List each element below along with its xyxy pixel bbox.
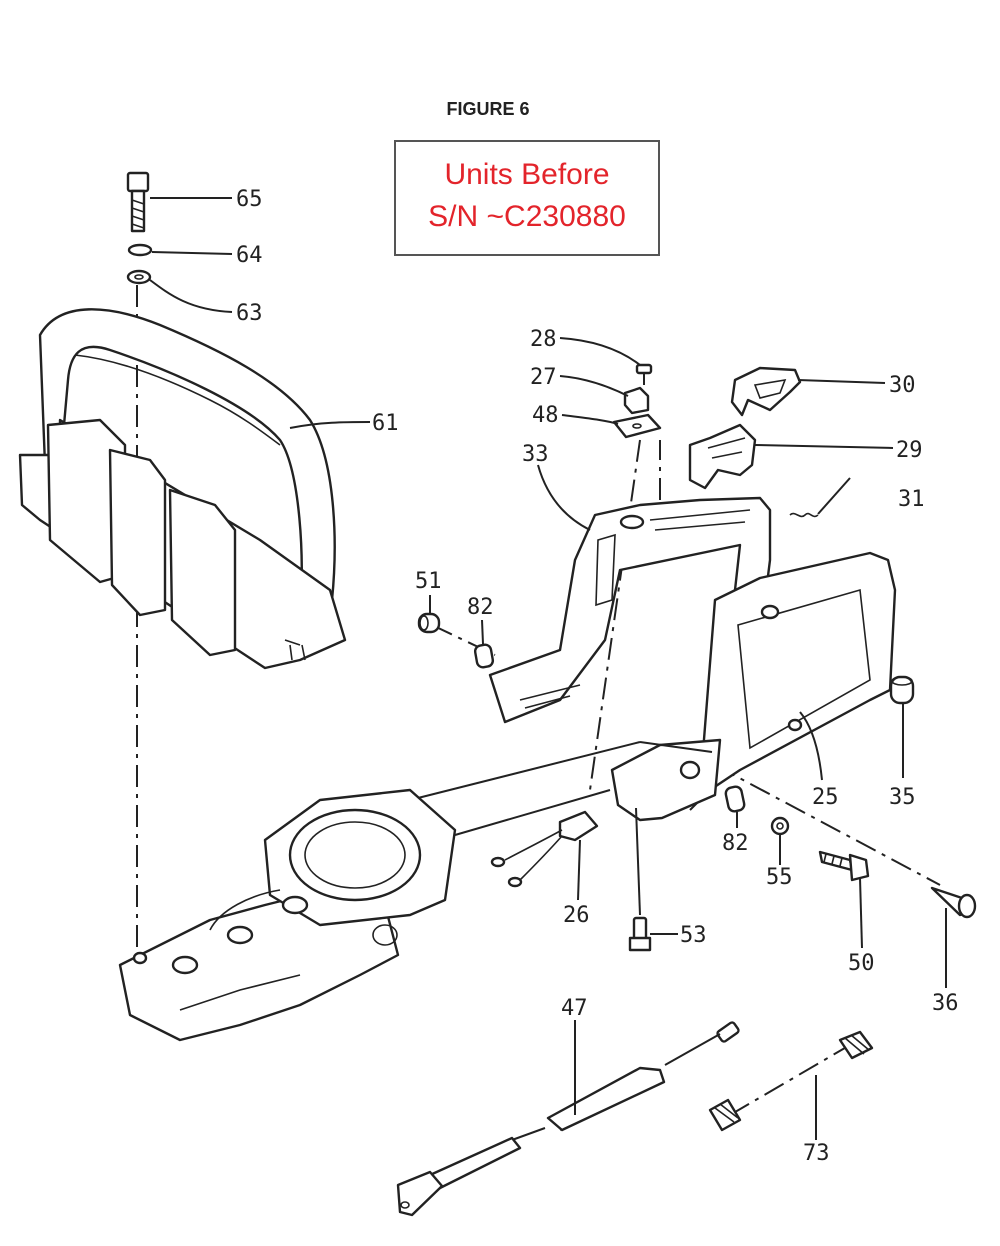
leader-26 bbox=[577, 839, 581, 901]
gear-case-part bbox=[118, 788, 457, 1042]
front-handle-61-part bbox=[18, 308, 347, 670]
part-label-51: 51 bbox=[415, 569, 442, 594]
units-note-line1: Units Before bbox=[444, 158, 610, 191]
part-label-55: 55 bbox=[766, 865, 793, 890]
cable-47-part bbox=[396, 1021, 740, 1217]
part-label-30: 30 bbox=[889, 373, 916, 398]
part-label-35: 35 bbox=[889, 785, 916, 810]
part-label-65: 65 bbox=[236, 187, 263, 212]
part-label-64: 64 bbox=[236, 243, 263, 268]
units-note-box: Units Before S/N ~C230880 bbox=[394, 140, 660, 256]
leader-25 bbox=[799, 711, 823, 781]
frame-link-bottom bbox=[454, 789, 611, 836]
spring-73-part bbox=[708, 1030, 874, 1132]
part-label-36: 36 bbox=[932, 991, 959, 1016]
washer-63-part bbox=[126, 269, 152, 285]
pin-82-lower-part bbox=[724, 785, 746, 813]
part-label-33: 33 bbox=[522, 442, 549, 467]
figure-title: FIGURE 6 bbox=[446, 99, 530, 119]
frame-link-right bbox=[639, 741, 713, 753]
grommet-51-part bbox=[417, 612, 441, 634]
nut-27-part bbox=[623, 386, 650, 415]
part-label-47: 47 bbox=[561, 996, 588, 1021]
plate-48-part bbox=[612, 413, 662, 439]
lever-29-part bbox=[688, 423, 757, 490]
units-note-line2: S/N ~C230880 bbox=[428, 200, 626, 233]
axis-screw-36 bbox=[714, 764, 941, 886]
part-label-31: 31 bbox=[898, 487, 925, 512]
part-label-63: 63 bbox=[236, 301, 263, 326]
spring-washer-64-part bbox=[127, 243, 153, 257]
leader-29 bbox=[754, 444, 894, 449]
washer-55-part bbox=[770, 816, 790, 836]
part-label-82-upper: 82 bbox=[467, 595, 494, 620]
part-label-26: 26 bbox=[563, 903, 590, 928]
screw-36-part bbox=[930, 886, 977, 919]
part-label-25: 25 bbox=[812, 785, 839, 810]
axis-spring-73 bbox=[729, 1044, 851, 1116]
part-label-50: 50 bbox=[848, 951, 875, 976]
main-frame-25-part bbox=[610, 551, 897, 822]
part-label-53: 53 bbox=[680, 923, 707, 948]
part-label-61: 61 bbox=[372, 411, 399, 436]
bolt-53-part bbox=[628, 916, 652, 952]
bolt-50-part bbox=[818, 850, 870, 882]
leader-61 bbox=[289, 421, 371, 429]
throttle-lever-30-part bbox=[730, 366, 802, 417]
bolt-65-part bbox=[126, 171, 150, 233]
part-label-48: 48 bbox=[532, 403, 559, 428]
part-label-82-lower: 82 bbox=[722, 831, 749, 856]
leader-28 bbox=[559, 337, 641, 366]
spring-31-part bbox=[789, 477, 851, 518]
leader-30 bbox=[797, 379, 886, 384]
leader-50 bbox=[859, 877, 863, 949]
switch-26-part bbox=[490, 810, 599, 888]
leader-27 bbox=[559, 375, 629, 397]
axis-bolt-48 bbox=[589, 439, 641, 791]
part-label-28: 28 bbox=[530, 327, 557, 352]
part-label-27: 27 bbox=[530, 365, 557, 390]
frame-link-top bbox=[409, 741, 641, 801]
leader-53-up bbox=[635, 807, 641, 916]
part-label-29: 29 bbox=[896, 438, 923, 463]
leader-64 bbox=[151, 251, 233, 255]
cap-35-part bbox=[889, 675, 915, 705]
leader-48 bbox=[561, 414, 619, 425]
leader-33 bbox=[537, 464, 591, 531]
pin-82-upper-part bbox=[473, 643, 495, 669]
part-label-73: 73 bbox=[803, 1141, 830, 1166]
leader-82-upper bbox=[481, 619, 484, 645]
leader-63 bbox=[149, 279, 233, 313]
screw-28-part bbox=[635, 363, 653, 385]
